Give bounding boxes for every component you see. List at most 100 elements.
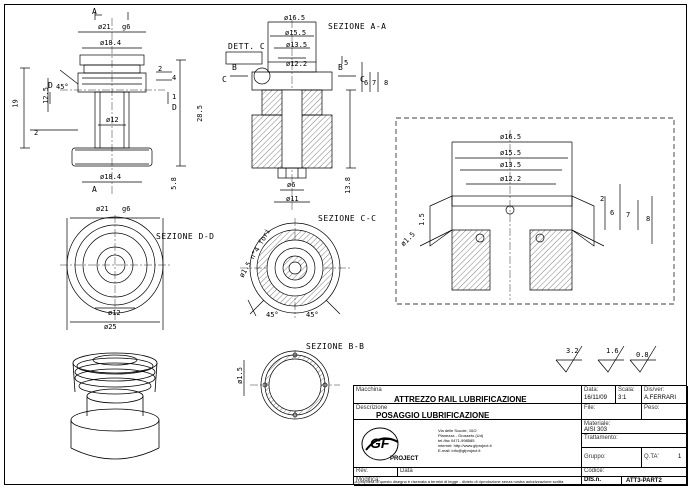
det-d12-2: ø12.2 [500,175,522,183]
det-d13-5: ø13.5 [500,161,522,169]
treatment-caption: Trattamento: [584,435,618,441]
date-cell: Data: 16/11/09 [582,386,616,404]
dim-d21-d: ø21 [96,205,109,213]
company-line-1: Via delle Scuole, 10/2 [438,428,477,433]
side-view [20,12,186,195]
dim-d18-4-bot: ø18.4 [100,173,122,181]
det-6: 6 [610,209,615,217]
marker-c1: C [222,75,227,84]
quantity-value: 1 [678,454,682,460]
dim-d1-5-b: ø1.5 [235,367,244,384]
quantity-cell: Q.TA' 1 [642,448,688,468]
section-a-label: SEZIONE A-A [328,22,387,31]
machine-cell: Macchina ATTREZZO RAIL LUBRIFICAZIONE [354,386,582,404]
dim-d6: ø6 [287,181,296,189]
marker-d2: D [172,103,177,112]
logo-subtext: PROJECT [390,456,419,462]
dim-h13-8: 13.8 [343,177,352,194]
dim-a45-c2: 45° [306,311,319,319]
marker-b1: B [232,63,237,72]
section-c-label: SEZIONE C-C [318,214,377,223]
section-d-label: SEZIONE D-D [156,232,215,241]
dim-a45-c1: 45° [266,311,279,319]
scale-cell: Scala: 3:1 [616,386,642,404]
dim-tol-d: g6 [122,205,131,213]
marker-c2: C [360,75,365,84]
det-8: 8 [646,215,651,223]
dim-d11: ø11 [286,195,299,203]
dim-2: 2 [158,65,163,73]
material-cell: Materiale: AISI 303 [582,420,688,434]
section-c-view [240,218,350,318]
logo-text: GF [370,435,390,451]
date-caption: Data: [584,387,599,393]
marker-b2: B [338,63,343,72]
revision-caption: Rev. [356,468,368,474]
section-b-label: SEZIONE B-B [306,342,365,351]
description-value: POSAGGIO LUBRIFICAZIONE [376,411,490,420]
drawing-number-caption-cell: DIS.n. [582,477,622,486]
drawn-cell: Dis/ver: A.FERRARI [642,386,688,404]
dim-d12-d: ø12 [108,309,121,317]
file-caption: File: [584,405,596,411]
drawing-number-value: ATT3-PART2 [626,478,662,484]
dim-d18-4-top: ø18.4 [100,39,122,47]
machine-value: ATTREZZO RAIL LUBRIFICAZIONE [394,395,527,404]
company-cell: GF PROJECT Via delle Scuole, 10/2 Pianez… [354,420,582,468]
company-line-3: tel./fax 0471-998585 [438,438,475,443]
dim-d16-5: ø16.5 [284,14,306,22]
dim-8: 8 [384,79,389,87]
dim-2b: 2 [34,129,39,137]
company-address: Via delle Scuole, 10/2 Pianezza - Grosse… [438,428,492,453]
dim-a45-left: 45° [56,83,69,91]
machine-caption: Macchina [356,387,382,393]
quantity-caption: Q.TA' [644,454,659,460]
code-caption: Codice: [584,468,605,474]
description-cell: Descrizione POSAGGIO LUBRIFICAZIONE [354,404,582,420]
company-line-5: E-mail: info@gfproject.it [438,448,481,453]
dim-7: 7 [372,79,377,87]
material-caption: Materiale: [584,421,611,427]
company-line-2: Pianezza - Grosseto (Ud) [438,433,484,438]
file-cell: File: [582,404,642,420]
dim-h28-5: 28.5 [195,105,204,122]
weight-caption: Peso: [644,405,660,411]
date-value: 16/11/09 [584,395,607,401]
roughness-0-8: 0.8 [636,351,649,359]
detail-c-frame [395,117,675,305]
roughness-symbols [555,345,657,373]
dim-6: 6 [364,79,369,87]
company-line-4: internet: http://www.gfproject.it [438,443,492,448]
section-a-view [225,20,379,210]
description-caption: Descrizione [356,405,388,411]
dim-5: 5 [344,59,349,67]
det-1-5a: 1.5 [417,213,426,226]
scale-value: 3:1 [618,395,627,401]
dim-4: 4 [172,74,177,82]
revision-cell: Rev. [354,468,398,477]
treatment-cell: Trattamento: [582,434,688,448]
copyright-footer: La proprietà di questo disegno è riserva… [353,479,564,484]
section-d-view [60,215,170,330]
roughness-3-2: 3.2 [566,347,579,355]
title-block: Macchina ATTREZZO RAIL LUBRIFICAZIONE Da… [353,385,688,486]
section-b-view [243,350,340,420]
drawing-number-cell: ATT3-PART2 [622,477,688,486]
det-d15-5: ø15.5 [500,149,522,157]
code-cell: Codice: [582,468,688,477]
weight-cell: Peso: [642,404,688,420]
company-logo: GF PROJECT [361,427,419,462]
modify-caption: Modifica: [356,477,381,483]
marker-a1: A [92,7,97,16]
dim-d21-top: ø21 [98,23,111,31]
dim-h19: 19 [11,99,20,108]
revision-date-caption: Data [400,468,413,474]
drawing-number-caption: DIS.n. [584,477,602,483]
group-cell: Gruppo: [582,448,642,468]
dim-d15-5: ø15.5 [285,29,307,37]
drawing-sheet [4,4,687,485]
det-2: 2 [600,195,605,203]
dim-d12-2: ø12.2 [286,60,308,68]
dim-1: 1 [172,93,177,101]
